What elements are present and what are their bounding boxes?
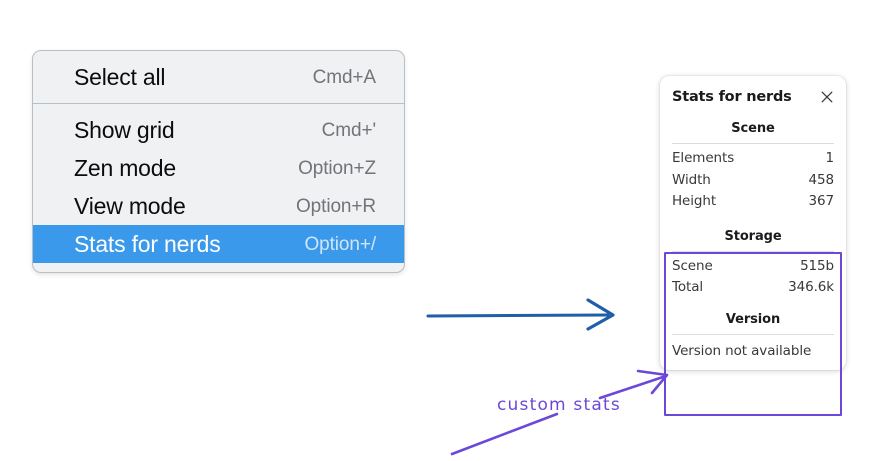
- stat-value: 458: [808, 171, 835, 188]
- stats-panel-title: Stats for nerds: [672, 89, 792, 105]
- version-note: Version not available: [672, 342, 812, 359]
- stat-key: Width: [672, 171, 711, 188]
- stat-value: 1: [825, 150, 835, 166]
- section-divider: [672, 333, 834, 335]
- section-title-storage: Storage: [724, 228, 782, 244]
- menu-item-label: Stats for nerds: [74, 230, 221, 257]
- section-divider: [672, 143, 834, 144]
- menu-item-shortcut: Option+Z: [298, 157, 376, 179]
- close-icon[interactable]: [819, 89, 835, 105]
- stat-row-height: Height 367: [672, 191, 834, 213]
- context-menu[interactable]: Select all Cmd+A Show grid Cmd+' Zen mod…: [32, 50, 405, 273]
- menu-item-shortcut: Cmd+A: [312, 66, 376, 88]
- menu-item-shortcut: Option+R: [296, 195, 376, 217]
- section-divider: [672, 250, 834, 252]
- stat-value: 367: [808, 193, 835, 210]
- flow-arrow-icon: [426, 298, 615, 331]
- menu-item-stats-for-nerds[interactable]: Stats for nerds Option+/: [33, 225, 404, 263]
- menu-item-view-mode[interactable]: View mode Option+R: [33, 187, 404, 225]
- custom-stats-annotation-label: custom stats: [497, 395, 621, 415]
- stats-panel-body: Scene Elements 1 Width 458 Height 367 St…: [660, 121, 846, 360]
- custom-stats-pointer-arrow-icon: [598, 369, 669, 400]
- menu-item-select-all[interactable]: Select all Cmd+A: [33, 58, 404, 96]
- menu-group-2: Show grid Cmd+' Zen mode Option+Z View m…: [33, 111, 404, 263]
- stat-row-storage-total: Total 346.6k: [672, 277, 834, 299]
- menu-item-label: Select all: [74, 63, 166, 90]
- stats-panel-header: Stats for nerds: [660, 86, 846, 105]
- stat-key: Total: [672, 279, 704, 296]
- menu-item-label: Show grid: [74, 116, 175, 143]
- stat-key: Scene: [672, 257, 713, 274]
- stat-row-width: Width 458: [672, 170, 834, 192]
- menu-item-zen-mode[interactable]: Zen mode Option+Z: [33, 149, 404, 187]
- menu-item-label: Zen mode: [74, 154, 176, 181]
- stat-row-elements: Elements 1: [672, 148, 834, 170]
- stat-row-storage-scene: Scene 515b: [672, 256, 834, 278]
- stat-key: Elements: [672, 150, 735, 166]
- menu-separator: [33, 103, 404, 104]
- menu-item-shortcut: Cmd+': [321, 119, 376, 141]
- menu-item-label: View mode: [74, 192, 186, 219]
- stat-value: 346.6k: [788, 279, 834, 296]
- menu-item-shortcut: Option+/: [304, 233, 376, 255]
- custom-stats-tail-stroke-icon: [450, 412, 559, 456]
- stat-key: Height: [672, 193, 717, 210]
- section-title-version: Version: [725, 311, 781, 327]
- stat-value: 515b: [800, 257, 834, 274]
- stats-for-nerds-panel: Stats for nerds Scene Elements 1 Width 4…: [660, 76, 846, 370]
- menu-item-show-grid[interactable]: Show grid Cmd+': [33, 111, 404, 149]
- menu-group-1: Select all Cmd+A: [33, 58, 404, 96]
- section-title-scene: Scene: [731, 121, 775, 136]
